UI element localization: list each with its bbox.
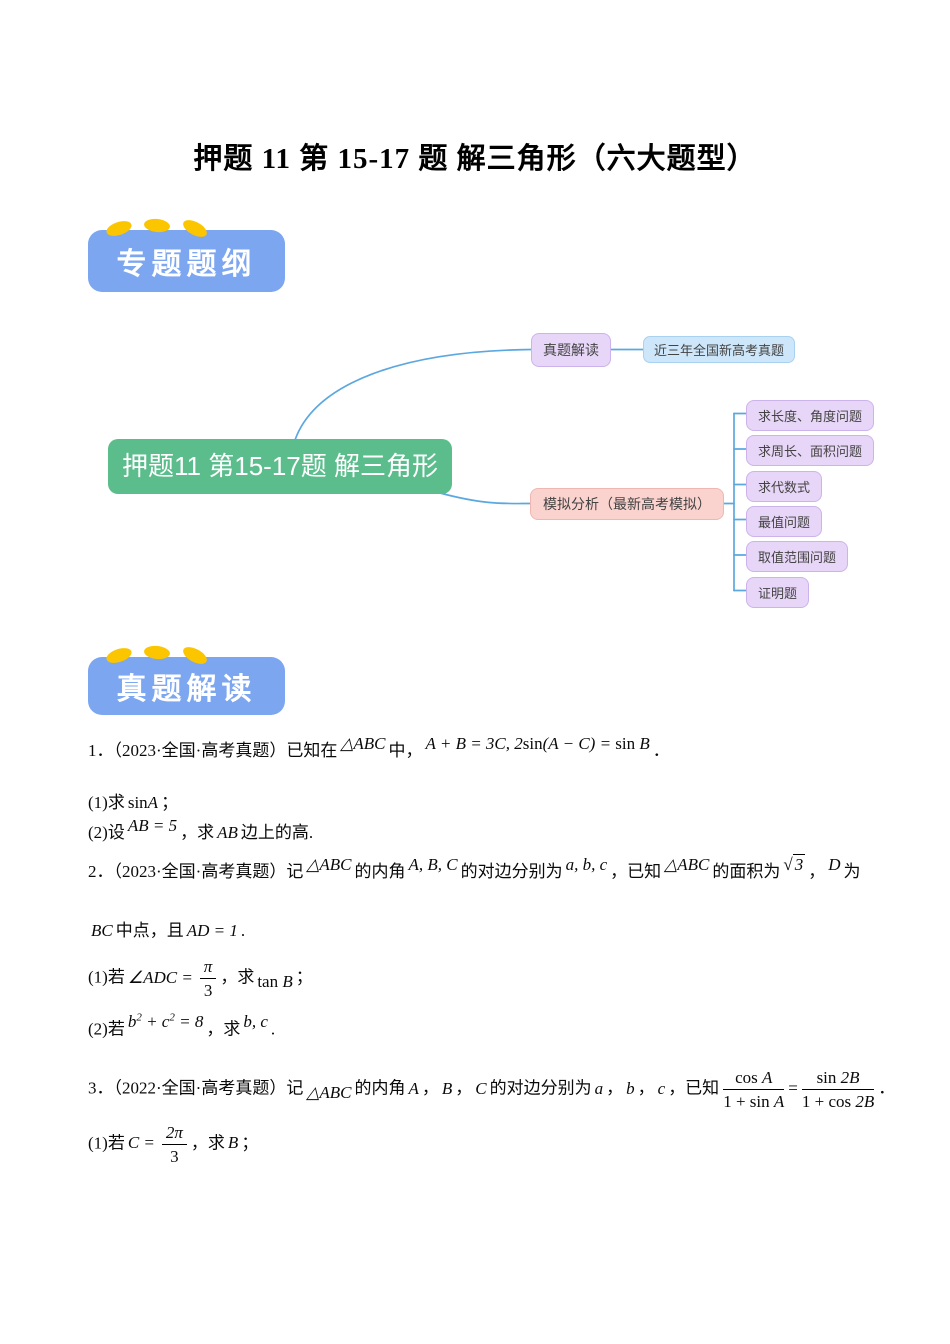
badge-dot-icon (104, 645, 134, 666)
problem-text: 的内角 (354, 1078, 406, 1098)
badge-label: 专题题纲 (116, 248, 257, 281)
mindmap-leaf-proof: 证明题 (746, 577, 810, 608)
problem-text: ； (241, 1133, 259, 1153)
problem-text: ． (652, 741, 670, 760)
problem-text: 中， (388, 741, 423, 760)
problem-text: . (270, 1019, 276, 1039)
equation: ∠ADC = (127, 967, 193, 987)
triangle-abc: △ABC (664, 855, 710, 874)
problem-text: ， (455, 1078, 473, 1098)
equation: b2 + c2 = 8 (127, 1011, 204, 1032)
problem-text: ， (421, 1078, 439, 1098)
problem-text: 的面积为 (712, 862, 781, 881)
triangle-abc: △ABC (306, 1082, 352, 1102)
equation: a, b, c (565, 855, 608, 874)
equation: AB = 5 (127, 816, 178, 835)
mindmap-leaf-range: 取值范围问题 (746, 541, 849, 572)
equation: AD = 1 (186, 921, 238, 940)
badge-dot-icon (143, 644, 171, 661)
triangle-abc: △ABC (340, 734, 386, 753)
problem-text: (1)若 (88, 967, 125, 987)
equation: tan B (257, 971, 293, 991)
problem-text: 2．（2023·全国·高考真题）记 (88, 862, 304, 881)
section-badge-review: 真题解读 (88, 643, 285, 715)
problem-text: 的内角 (354, 862, 406, 881)
problem-text: ，求 (220, 967, 255, 987)
equation: C (475, 1078, 487, 1098)
mindmap-connections (294, 348, 747, 592)
equation: b (626, 1078, 635, 1098)
problem-text: ， (606, 1078, 624, 1098)
problem-text: ，求 (206, 1019, 241, 1039)
equation: C = (127, 1133, 155, 1153)
problem-text: ． (878, 1078, 896, 1098)
equation: b, c (243, 1012, 268, 1032)
badge-dot-icon (180, 216, 210, 241)
equation: D (828, 855, 841, 874)
problem-text: ， (637, 1078, 655, 1098)
problem-text: ； (295, 967, 313, 987)
equation: B (227, 1133, 239, 1153)
mindmap-leaf-perimeter-area: 求周长、面积问题 (746, 435, 875, 466)
problem-text: ，已知 (668, 1078, 720, 1098)
problem-text: 1．（2023·全国·高考真题）已知在 (88, 741, 338, 760)
equation: A, B, C (408, 855, 458, 874)
equals-sign: = (788, 1078, 798, 1098)
equation: A (408, 1078, 419, 1098)
badge-dot-icon (143, 217, 171, 234)
problem-text: 的对边分别为 (460, 862, 563, 881)
problem-text: 为 (843, 862, 861, 881)
mindmap-branch-review: 真题解读 (531, 333, 611, 367)
triangle-abc: △ABC (306, 855, 352, 874)
mindmap-leaf-algebraic: 求代数式 (746, 471, 823, 502)
mindmap: 押题11 第15-17题 解三角形 真题解读 近三年全国新高考真题 模拟分析（最… (0, 322, 950, 622)
mindmap-leaf-length-angle: 求长度、角度问题 (746, 400, 875, 431)
problem-text: (1)求 (88, 793, 125, 812)
problem-text: (2)设 (88, 823, 125, 842)
equation: c (657, 1078, 666, 1098)
problem-text: . (240, 921, 246, 940)
problem-text: (2)若 (88, 1019, 125, 1039)
mindmap-node-recent-exams: 近三年全国新高考真题 (643, 336, 796, 363)
page-title: 押题 11 第 15-17 题 解三角形（六大题型） (193, 143, 757, 175)
problem-text: 中点，且 (115, 921, 184, 940)
badge-label: 真题解读 (116, 673, 257, 706)
problem-text: ， (808, 862, 826, 881)
section-badge-outline: 专题题纲 (88, 216, 285, 292)
problem-text: ，求 (190, 1133, 225, 1153)
problem-text: 边上的高. (240, 823, 314, 842)
equation: BC (91, 921, 113, 940)
problem-text: ，求 (180, 823, 215, 842)
problem-text: ，已知 (610, 862, 662, 881)
equation: sinA (127, 793, 159, 812)
equation: A + B = 3C, 2sin(A − C) = sin B (425, 734, 650, 753)
badge-dot-icon (104, 218, 134, 239)
mindmap-root-node: 押题11 第15-17题 解三角形 (108, 439, 452, 494)
equation: B (441, 1078, 453, 1098)
sqrt-3: √3 (783, 854, 806, 874)
problem-text: ； (161, 793, 179, 812)
equation: AB (217, 823, 238, 842)
problem-text: 的对边分别为 (489, 1078, 592, 1098)
equation: a (594, 1078, 604, 1098)
mindmap-leaf-extremum: 最值问题 (746, 506, 823, 537)
problem-text: 3．（2022·全国·高考真题）记 (88, 1078, 304, 1098)
problem-text: (1)若 (88, 1133, 125, 1153)
mindmap-branch-simulation: 模拟分析（最新高考模拟） (530, 488, 724, 520)
